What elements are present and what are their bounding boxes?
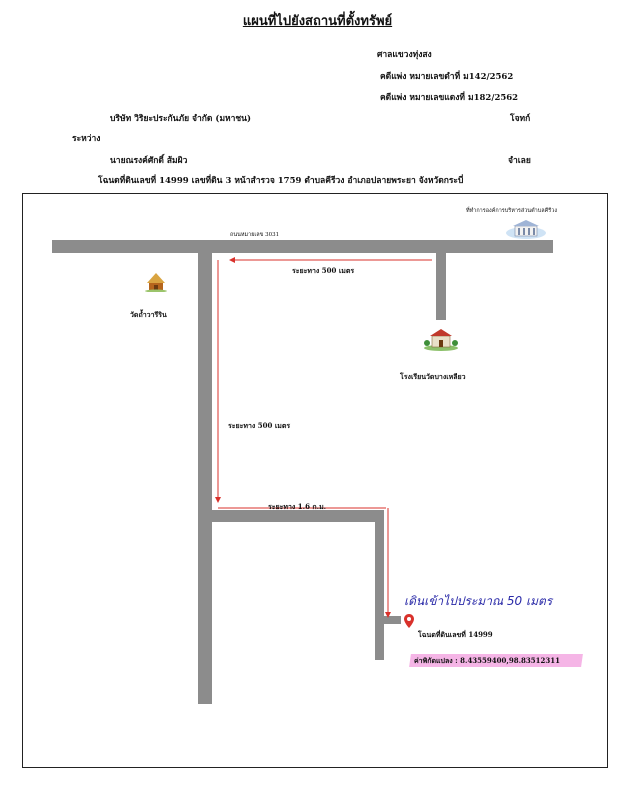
vertical-road bbox=[198, 253, 212, 704]
court-name: ศาลแขวงทุ่งสง bbox=[377, 50, 432, 60]
distance-bottom-label: ระยะทาง 1.6 ก.ม. bbox=[268, 502, 327, 511]
deed-label: โฉนดที่ดินเลขที่ 14999 bbox=[418, 630, 493, 639]
defendant-name: นายณรงค์ศักดิ์ ส้มผิว bbox=[110, 156, 188, 166]
school-label: โรงเรียนวัดบางเหลียว bbox=[400, 372, 466, 381]
handwritten-note: เดินเข้าไปประมาณ 50 เมตร bbox=[404, 594, 553, 608]
between-label: ระหว่าง bbox=[72, 134, 101, 144]
school-icon bbox=[424, 329, 458, 351]
office-label: ที่ทำการองค์การบริหารส่วนตำบลคีรีวง bbox=[466, 208, 557, 214]
temple-label: วัดถ้ำวารีริน bbox=[130, 310, 167, 319]
plaintiff-role: โจทก์ bbox=[510, 114, 531, 124]
distance-top-label: ระยะทาง 500 เมตร bbox=[292, 266, 355, 275]
temple-icon bbox=[145, 273, 167, 292]
deed-description: โฉนดที่ดินเลขที่ 14999 เลขที่ดิน 3 หน้าส… bbox=[98, 176, 464, 186]
land-access-road bbox=[375, 522, 384, 660]
distance-left-label: ระยะทาง 500 เมตร bbox=[228, 421, 291, 430]
road-label: ถนนหมายเลข 3031 bbox=[230, 232, 280, 238]
office-building-icon bbox=[506, 220, 546, 239]
land-stub-road bbox=[384, 616, 401, 624]
school-branch-road bbox=[436, 253, 446, 320]
red-case-number: คดีแพ่ง หมายเลขแดงที่ ม182/2562 bbox=[380, 93, 519, 103]
defendant-role: จำเลย bbox=[508, 156, 531, 166]
main-road bbox=[52, 240, 553, 253]
coordinates-text: ค่าพิกัดแปลง : 8.43559400,98.83512311 bbox=[414, 656, 560, 665]
location-pin-icon bbox=[404, 614, 414, 628]
plaintiff-name: บริษัท วิริยะประกันภัย จำกัด (มหาชน) bbox=[110, 114, 252, 124]
map-frame bbox=[22, 193, 608, 768]
lower-road bbox=[212, 510, 384, 522]
black-case-number: คดีแพ่ง หมายเลขดำที่ ม142/2562 bbox=[380, 72, 514, 82]
page-title: แผนที่ไปยังสถานที่ตั้งทรัพย์ bbox=[242, 14, 393, 29]
